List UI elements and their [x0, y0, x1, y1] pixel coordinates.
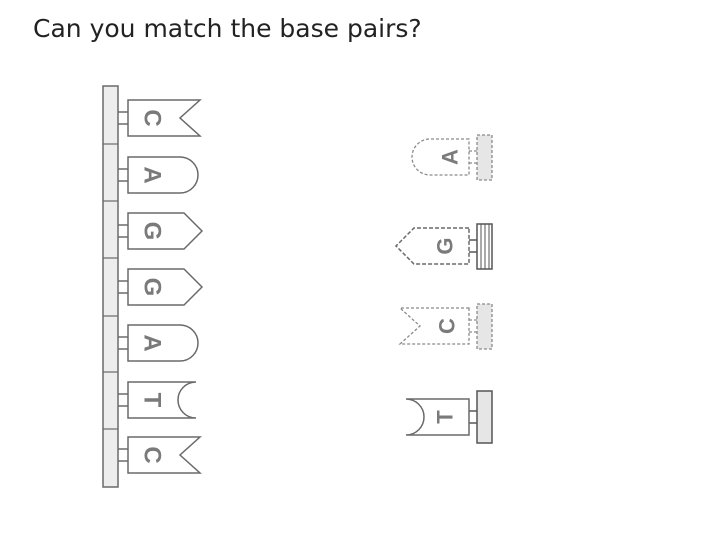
- loose-base-2[interactable]: G: [396, 224, 492, 269]
- loose-base-1[interactable]: A: [412, 135, 492, 180]
- loose-base-3-letter: C: [435, 318, 460, 334]
- strand-base-1-letter: C: [139, 109, 166, 126]
- strand-base-4-letter: G: [139, 278, 166, 297]
- strand-base-7-letter: C: [139, 446, 166, 463]
- loose-base-4-letter: T: [433, 410, 458, 424]
- loose-base-1-letter: A: [438, 149, 463, 165]
- strand-base-6[interactable]: T: [118, 382, 196, 418]
- loose-base-2-letter: G: [433, 237, 458, 254]
- strand-base-4[interactable]: G: [118, 269, 202, 305]
- strand-backbone: [103, 86, 118, 487]
- loose-base-4[interactable]: T: [406, 391, 492, 443]
- loose-base-3[interactable]: C: [400, 304, 492, 349]
- strand-base-3[interactable]: G: [118, 213, 202, 249]
- strand-base-2[interactable]: A: [118, 157, 198, 193]
- strand-base-5[interactable]: A: [118, 325, 198, 361]
- strand-base-2-letter: A: [139, 166, 166, 183]
- strand-base-6-letter: T: [139, 393, 166, 408]
- strand-base-7[interactable]: C: [118, 437, 200, 473]
- strand-base-1[interactable]: C: [118, 100, 200, 136]
- strand-base-3-letter: G: [139, 222, 166, 241]
- strand-base-5-letter: A: [139, 334, 166, 351]
